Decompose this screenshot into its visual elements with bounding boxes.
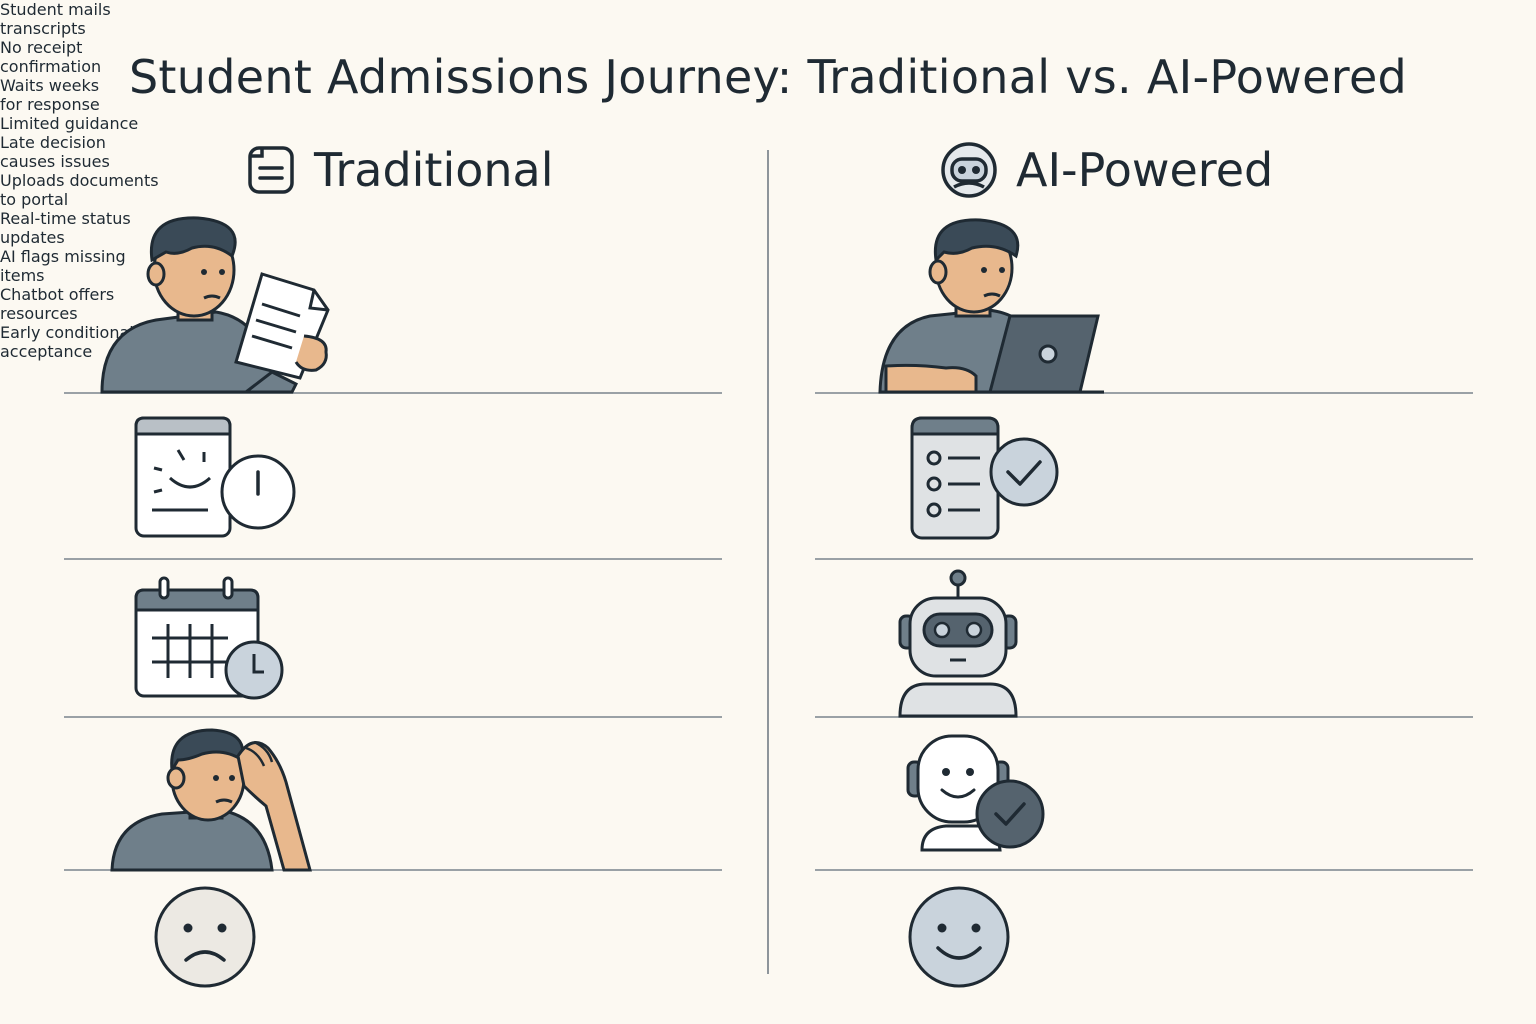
- step-text-line: Uploads documents: [0, 171, 159, 190]
- calendar-clock-icon: [132, 576, 288, 704]
- row-divider: [64, 558, 722, 560]
- happy-face-icon: [906, 884, 1012, 990]
- step-text-line: to portal: [0, 190, 69, 209]
- step-text-line: Real-time status: [0, 209, 131, 228]
- traditional-step-5-text: Late decision causes issues: [0, 133, 360, 171]
- step-text-line: No receipt: [0, 38, 83, 57]
- ai-step-2-text: Real-time status updates: [0, 209, 400, 247]
- row-divider: [64, 716, 722, 718]
- checklist-check-icon: [908, 414, 1062, 542]
- robot-icon: [896, 568, 1020, 718]
- traditional-heading-label: Traditional: [314, 143, 554, 197]
- ai-step-3-text: AI flags missing items: [0, 247, 400, 285]
- ai-step-5-text: Early conditional acceptance: [0, 323, 400, 361]
- ai-step-4-text: Chatbot offers resources: [0, 285, 400, 323]
- row-divider: [815, 392, 1473, 394]
- step-text-line: causes issues: [0, 152, 110, 171]
- step-text-line: Limited guidance: [0, 114, 139, 133]
- page-title: Student Admissions Journey: Traditional …: [128, 50, 1408, 104]
- row-divider: [815, 869, 1473, 871]
- step-text-line: AI flags missing: [0, 247, 126, 266]
- traditional-step-3-text: Waits weeks for response: [0, 76, 360, 114]
- step-text-line: updates: [0, 228, 65, 247]
- step-text-line: Late decision: [0, 133, 106, 152]
- traditional-step-1-text: Student mails transcripts: [0, 0, 360, 38]
- step-text-line: confirmation: [0, 57, 102, 76]
- ai-step-1-text: Uploads documents to portal: [0, 171, 400, 209]
- sad-face-icon: [152, 884, 258, 990]
- confused-student-icon: [108, 726, 314, 872]
- row-divider: [64, 392, 722, 394]
- student-laptop-icon: [876, 216, 1108, 394]
- step-text-line: for response: [0, 95, 100, 114]
- student-mailing-paper-icon: [96, 212, 336, 394]
- column-divider: [767, 150, 769, 974]
- traditional-step-4-text: Limited guidance: [0, 114, 360, 133]
- document-icon: [246, 144, 296, 196]
- row-divider: [815, 716, 1473, 718]
- ai-heading-label: AI-Powered: [1016, 143, 1274, 197]
- row-divider: [64, 869, 722, 871]
- step-text-line: acceptance: [0, 342, 93, 361]
- traditional-step-2-text: No receipt confirmation: [0, 38, 360, 76]
- ai-heading: AI-Powered: [940, 140, 1273, 200]
- row-divider: [815, 558, 1473, 560]
- step-text-line: Early conditional: [0, 323, 134, 342]
- document-clock-icon: [132, 414, 302, 540]
- chatbot-check-icon: [906, 732, 1048, 854]
- step-text-line: transcripts: [0, 19, 86, 38]
- traditional-heading: Traditional: [246, 140, 554, 200]
- step-text-line: resources: [0, 304, 78, 323]
- step-text-line: Waits weeks: [0, 76, 100, 95]
- step-text-line: items: [0, 266, 45, 285]
- robot-head-icon: [940, 141, 998, 199]
- step-text-line: Student mails: [0, 0, 111, 19]
- step-text-line: Chatbot offers: [0, 285, 115, 304]
